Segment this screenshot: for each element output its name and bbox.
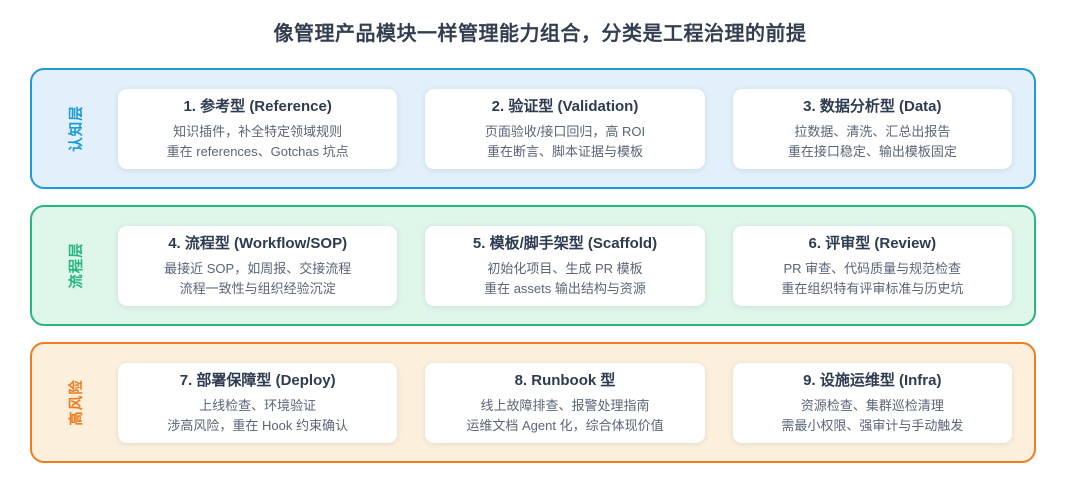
layer-band-high-risk: 高风险 7. 部署保障型 (Deploy) 上线检查、环境验证 涉高风险，重在 …	[30, 342, 1036, 463]
layer-label-text: 流程层	[68, 242, 85, 289]
capability-card-deploy: 7. 部署保障型 (Deploy) 上线检查、环境验证 涉高风险，重在 Hook…	[118, 362, 398, 443]
card-title: 4. 流程型 (Workflow/SOP)	[168, 235, 348, 252]
card-title: 6. 评审型 (Review)	[808, 235, 937, 252]
card-description-line: 知识插件，补全特定领域规则	[173, 124, 343, 139]
layer-label-text: 认知层	[68, 105, 85, 152]
capability-card-data: 3. 数据分析型 (Data) 拉数据、清洗、汇总出报告 重在接口稳定、输出模板…	[732, 88, 1012, 169]
card-description-line: PR 审查、代码质量与规范检查	[783, 261, 962, 276]
card-description-line: 线上故障排查、报警处理指南	[480, 398, 650, 413]
card-description-line: 重在 assets 输出结构与资源	[484, 281, 646, 296]
capability-card-scaffold: 5. 模板/脚手架型 (Scaffold) 初始化项目、生成 PR 模板 重在 …	[425, 225, 705, 306]
capability-card-runbook: 8. Runbook 型 线上故障排查、报警处理指南 运维文档 Agent 化，…	[425, 362, 705, 443]
card-description-line: 页面验收/接口回归，高 ROI	[484, 124, 646, 139]
card-row-cognitive: 1. 参考型 (Reference) 知识插件，补全特定领域规则 重在 refe…	[118, 88, 1034, 169]
layer-label-high-risk: 高风险	[32, 379, 118, 426]
card-description-line: 上线检查、环境验证	[199, 398, 317, 413]
card-description-line: 运维文档 Agent 化，综合体现价值	[466, 418, 664, 433]
card-description-line: 重在组织特有评审标准与历史坑	[781, 281, 964, 296]
card-description-line: 最接近 SOP，如周报、交接流程	[164, 261, 352, 276]
card-title: 1. 参考型 (Reference)	[183, 98, 332, 115]
card-description-line: 需最小权限、强审计与手动触发	[781, 418, 964, 433]
card-description-line: 初始化项目、生成 PR 模板	[487, 261, 643, 276]
capability-card-review: 6. 评审型 (Review) PR 审查、代码质量与规范检查 重在组织特有评审…	[732, 225, 1012, 306]
card-description-line: 重在接口稳定、输出模板固定	[787, 144, 957, 159]
capability-card-reference: 1. 参考型 (Reference) 知识插件，补全特定领域规则 重在 refe…	[118, 88, 398, 169]
capability-card-validation: 2. 验证型 (Validation) 页面验收/接口回归，高 ROI 重在断言…	[425, 88, 705, 169]
layer-band-process: 流程层 4. 流程型 (Workflow/SOP) 最接近 SOP，如周报、交接…	[30, 205, 1036, 326]
card-title: 2. 验证型 (Validation)	[491, 98, 639, 115]
card-row-process: 4. 流程型 (Workflow/SOP) 最接近 SOP，如周报、交接流程 流…	[118, 225, 1034, 306]
card-description-line: 重在断言、脚本证据与模板	[486, 144, 643, 159]
card-description-line: 资源检查、集群巡检清理	[800, 398, 944, 413]
card-title: 8. Runbook 型	[514, 372, 616, 389]
layer-label-text: 高风险	[68, 379, 85, 426]
card-description-line: 涉高风险，重在 Hook 约束确认	[167, 418, 348, 433]
capability-card-workflow: 4. 流程型 (Workflow/SOP) 最接近 SOP，如周报、交接流程 流…	[118, 225, 398, 306]
card-title: 3. 数据分析型 (Data)	[803, 98, 942, 115]
capability-card-infra: 9. 设施运维型 (Infra) 资源检查、集群巡检清理 需最小权限、强审计与手…	[732, 362, 1012, 443]
card-description-line: 流程一致性与组织经验沉淀	[179, 281, 336, 296]
layer-label-cognitive: 认知层	[32, 105, 118, 152]
diagram-title: 像管理产品模块一样管理能力组合，分类是工程治理的前提	[273, 23, 807, 45]
layer-label-process: 流程层	[32, 242, 118, 289]
card-description-line: 拉数据、清洗、汇总出报告	[794, 124, 951, 139]
layer-band-cognitive: 认知层 1. 参考型 (Reference) 知识插件，补全特定领域规则 重在 …	[30, 68, 1036, 189]
card-title: 7. 部署保障型 (Deploy)	[179, 372, 336, 389]
layer-stack: 认知层 1. 参考型 (Reference) 知识插件，补全特定领域规则 重在 …	[30, 68, 1036, 463]
card-row-high-risk: 7. 部署保障型 (Deploy) 上线检查、环境验证 涉高风险，重在 Hook…	[118, 362, 1034, 443]
card-description-line: 重在 references、Gotchas 坑点	[166, 144, 349, 159]
card-title: 5. 模板/脚手架型 (Scaffold)	[472, 235, 658, 252]
card-title: 9. 设施运维型 (Infra)	[803, 372, 942, 389]
